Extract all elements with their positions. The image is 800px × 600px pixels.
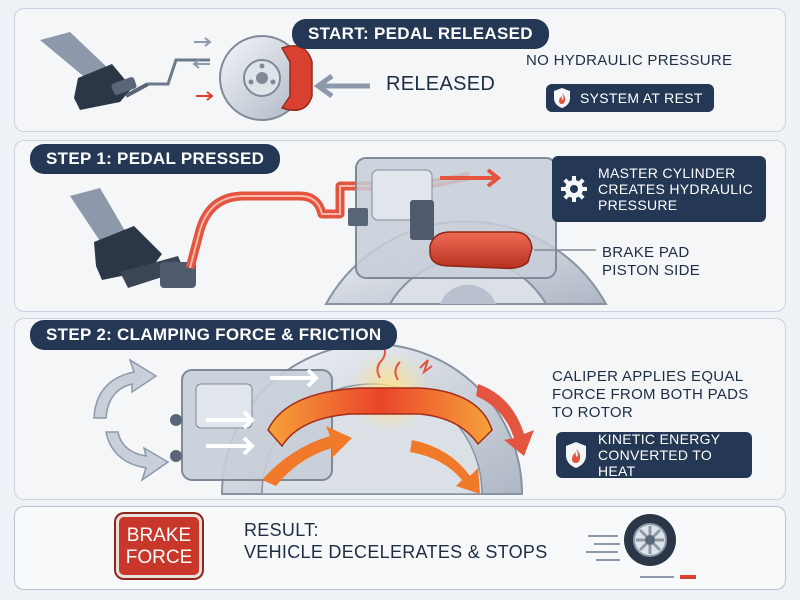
master-cylinder-badge: MASTER CYLINDER CREATES HYDRAULIC PRESSU…	[552, 156, 766, 222]
step1-title: STEP 1: PEDAL PRESSED	[30, 144, 281, 174]
brake-force-logo-line2: FORCE	[125, 547, 193, 568]
road-marks	[640, 568, 700, 579]
step2-clamp-arrows	[206, 368, 319, 456]
step2-rotation-arrows	[93, 358, 170, 482]
released-rotor	[219, 35, 305, 121]
step1-foot-pedal	[70, 188, 196, 288]
caliper-text-line2: FORCE FROM BOTH PADS	[552, 386, 749, 403]
brake-pad-label-line1: BRAKE PAD	[602, 244, 690, 261]
brake-pad-label-line2: PISTON SIDE	[602, 262, 701, 279]
step2-force-arrows	[262, 384, 534, 494]
kinetic-energy-badge: KINETIC ENERGY CONVERTED TO HEAT	[556, 431, 752, 479]
caliper-text-line3: TO ROTOR	[552, 404, 634, 421]
released-arrow	[313, 73, 370, 99]
no-pressure-text: NO HYDRAULIC PRESSURE	[526, 52, 733, 69]
step1-brake-pad	[429, 231, 533, 270]
released-foot-pedal	[40, 32, 149, 110]
brake-force-logo-line1: BRAKE	[126, 525, 192, 546]
speed-lines	[584, 528, 624, 568]
shield-flame-icon	[564, 441, 588, 469]
released-brake-line	[148, 58, 210, 86]
step1-pressure-arrows	[440, 168, 502, 188]
step2-heated-pads	[267, 387, 493, 448]
released-state-label: RELEASED	[386, 73, 496, 95]
system-at-rest-label: SYSTEM AT REST	[580, 90, 703, 106]
system-at-rest-badge: SYSTEM AT REST	[546, 84, 714, 112]
wheel-icon	[622, 512, 678, 568]
master-cylinder-label: MASTER CYLINDER CREATES HYDRAULIC PRESSU…	[598, 165, 753, 213]
caliper-text-line1: CALIPER APPLIES EQUAL	[552, 368, 744, 385]
step2-caliper-body	[170, 369, 333, 481]
shield-flame-icon	[552, 87, 572, 109]
step2-title: STEP 2: CLAMPING FORCE & FRICTION	[30, 320, 398, 350]
header-title: START: PEDAL RELEASED	[292, 19, 549, 49]
step1-line-highlight	[189, 175, 471, 269]
result-text: VEHICLE DECELERATES & STOPS	[244, 542, 548, 562]
brake-force-logo: BRAKE FORCE	[116, 514, 202, 578]
released-direction-arrows	[192, 37, 214, 101]
kinetic-energy-label: KINETIC ENERGY CONVERTED TO HEAT	[598, 431, 721, 479]
gear-icon	[560, 175, 588, 203]
result-heading: RESULT:	[244, 520, 319, 540]
